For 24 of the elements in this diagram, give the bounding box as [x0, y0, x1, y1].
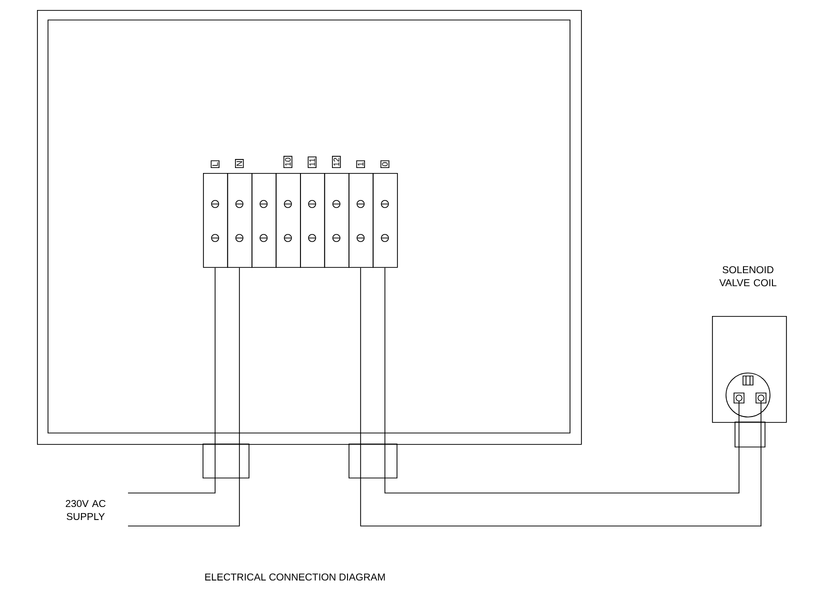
terminal: L	[203, 160, 228, 268]
wire	[128, 267, 240, 526]
node-label: L	[212, 162, 218, 166]
caption: ELECTRICAL CONNECTION DIAGRAM	[205, 573, 385, 581]
terminal: N	[227, 159, 252, 268]
terminal: 11	[300, 156, 326, 268]
terminal: 1	[348, 160, 374, 268]
terminal	[252, 173, 277, 268]
enclosure-box	[37, 10, 582, 445]
wire	[384, 267, 740, 494]
node-label: SOLENOID VALVE COIL	[719, 266, 776, 286]
node-label: 10	[285, 158, 291, 166]
supply-label: 230V AC SUPPLY	[66, 500, 106, 520]
node-label: 1	[358, 162, 364, 166]
wire	[360, 267, 762, 526]
node-label: 11	[309, 158, 315, 166]
node-label: 12	[334, 158, 340, 166]
node-label: N	[236, 161, 242, 166]
terminal: 10	[276, 156, 301, 268]
node-label: 0	[382, 162, 388, 166]
terminal: 12	[324, 156, 350, 268]
solenoid-coil: SOLENOID VALVE COIL	[712, 266, 787, 448]
terminal: 0	[372, 160, 398, 268]
wire	[128, 267, 216, 494]
